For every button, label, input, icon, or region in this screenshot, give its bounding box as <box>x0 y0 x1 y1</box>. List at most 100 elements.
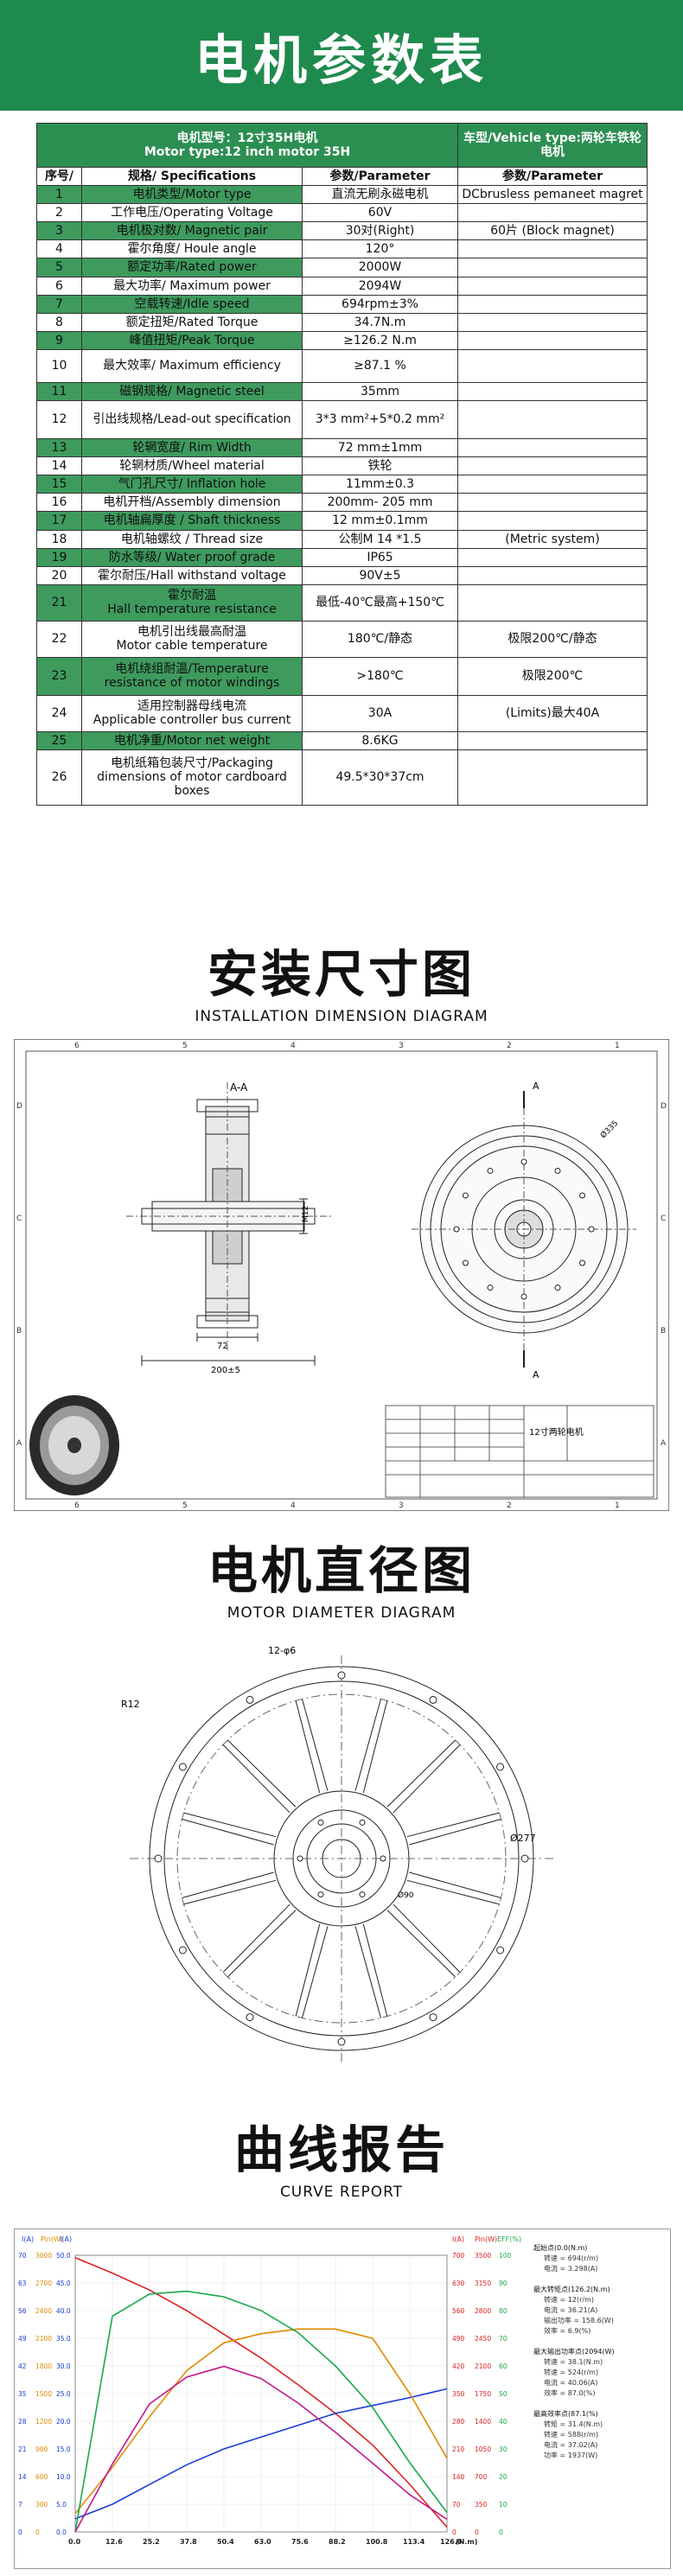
motor-diameter-drawing: 12-φ6 R12 Ø277 Ø90 <box>121 1645 553 2062</box>
right-tick: 630 <box>452 2280 465 2287</box>
left-tick: 40.0 <box>56 2307 71 2315</box>
left-tick: 10.0 <box>56 2473 71 2481</box>
install-title-cn: 安装尺寸图 <box>207 945 476 1004</box>
titleblock-name: 12寸两轮电机 <box>529 1426 584 1438</box>
right-tick: 350 <box>452 2390 465 2398</box>
table-cell: 电机轴扁厚度 / Shaft thickness <box>81 511 303 531</box>
table-cell: 3 <box>36 221 82 241</box>
series-line-4 <box>74 2365 448 2533</box>
mount-hole <box>246 2013 254 2022</box>
table-cell: DCbrusless pemaneet magret <box>457 185 648 205</box>
series-line-2 <box>74 2328 448 2515</box>
cut-mark-top: A <box>533 1081 539 1092</box>
table-cell: 峰值扭矩/Peak Torque <box>81 330 303 350</box>
frame-col-label: 2 <box>507 1502 512 1510</box>
x-unit-label: (N.m) <box>456 2538 477 2546</box>
cut-mark-bottom: A <box>533 1369 539 1380</box>
x-tick-label: 126.0 <box>440 2538 463 2546</box>
table-cell <box>457 456 648 476</box>
spoke <box>295 1923 329 2018</box>
table-cell: 霍尔角度/ Houle angle <box>81 239 303 259</box>
left-tick: 56 <box>18 2307 27 2315</box>
table-cell: 24 <box>36 694 82 732</box>
readout-title: 最大输出功率点(2094(W) <box>533 2347 615 2356</box>
table-cell: 72 mm±1mm <box>301 438 459 458</box>
mount-hole <box>429 1695 437 1704</box>
right-tick: 0 <box>499 2528 503 2536</box>
table-cell: 60片 (Block magnet) <box>457 221 648 241</box>
x-tick-label: 75.6 <box>291 2538 309 2546</box>
table-cell: 22 <box>36 620 82 658</box>
table-cell: 磁钢规格/ Magnetic steel <box>81 381 303 402</box>
table-cell: 电机净重/Motor net weight <box>81 730 303 750</box>
mount-hole <box>178 1763 187 1771</box>
table-cell: >180℃ <box>301 656 459 696</box>
left-tick: 70 <box>18 2252 27 2260</box>
table-cell: 电机极对数/ Magnetic pair <box>81 221 303 241</box>
left-tick: 2400 <box>35 2307 52 2315</box>
table-cell: IP65 <box>301 547 459 567</box>
table-cell: 直流无刷永磁电机 <box>301 185 459 205</box>
table-cell: 4 <box>36 239 82 259</box>
frame-col-label: 4 <box>290 1502 296 1510</box>
column-header: 参数/Parameter <box>457 166 648 187</box>
table-cell: 7 <box>36 294 82 314</box>
left-tick: 35 <box>18 2390 27 2398</box>
table-cell <box>457 381 648 402</box>
bolt-hole <box>520 1158 527 1165</box>
shaft-dim: M12 <box>302 1206 310 1222</box>
bolt-hole <box>487 1285 494 1291</box>
right-tick: 70 <box>499 2335 507 2343</box>
hub-hole <box>297 1855 303 1862</box>
bolt-hole <box>579 1259 586 1266</box>
table-cell <box>457 475 648 494</box>
right-tick: 1400 <box>475 2418 491 2426</box>
title-block <box>385 1405 654 1498</box>
right-tick: 50 <box>499 2390 507 2398</box>
table-cell <box>457 348 648 383</box>
section-label: A-A <box>230 1081 248 1094</box>
table-cell: 电机类型/Motor type <box>81 185 303 205</box>
x-tick-label: 100.8 <box>366 2538 388 2546</box>
right-tick: 60 <box>499 2362 507 2370</box>
hub-hole <box>317 1819 324 1826</box>
frame-col-label: 3 <box>399 1502 404 1510</box>
curve-section-title: 曲线报告 CURVE REPORT <box>0 2109 683 2201</box>
mount-hole <box>178 1946 187 1954</box>
left-tick: 20.0 <box>56 2418 71 2426</box>
readout-line: 转速 = 524(r/m) <box>544 2368 598 2376</box>
table-cell: 12 mm±0.1mm <box>301 511 459 531</box>
x-tick-label: 25.2 <box>143 2538 160 2546</box>
table-cell: 1 <box>36 185 82 205</box>
left-tick: 49 <box>18 2335 27 2343</box>
left-tick: 0.0 <box>56 2528 67 2536</box>
readout-line: 电流 = 36.21(A) <box>544 2305 597 2314</box>
table-cell: 13 <box>36 438 82 458</box>
table-cell: 引出线规格/Lead-out specification <box>81 400 303 440</box>
table-cell: 气门孔尺寸/ Inflation hole <box>81 475 303 494</box>
readout-title: 最高效率点(87.1(%) <box>533 2409 598 2418</box>
mount-hole <box>246 1695 254 1704</box>
spoke <box>354 1699 388 1794</box>
frame-col-label: 1 <box>615 1042 620 1050</box>
table-cell: 额定功率/Rated power <box>81 258 303 277</box>
mount-hole <box>520 1854 529 1863</box>
table-cell: 694rpm±3% <box>301 294 459 314</box>
plot-frame <box>74 2254 448 2533</box>
table-cell <box>457 547 648 567</box>
mount-hole <box>429 2013 437 2022</box>
table-cell: 60V <box>301 203 459 223</box>
mount-hole <box>496 1763 505 1771</box>
table-cell: 防水等级/ Water proof grade <box>81 547 303 567</box>
left-axis-header: Pin(W) <box>41 2235 63 2243</box>
frame-row-label: D <box>661 1102 667 1111</box>
right-tick: 10 <box>499 2501 507 2509</box>
hub-hole <box>359 1819 366 1826</box>
table-cell: 18 <box>36 529 82 549</box>
